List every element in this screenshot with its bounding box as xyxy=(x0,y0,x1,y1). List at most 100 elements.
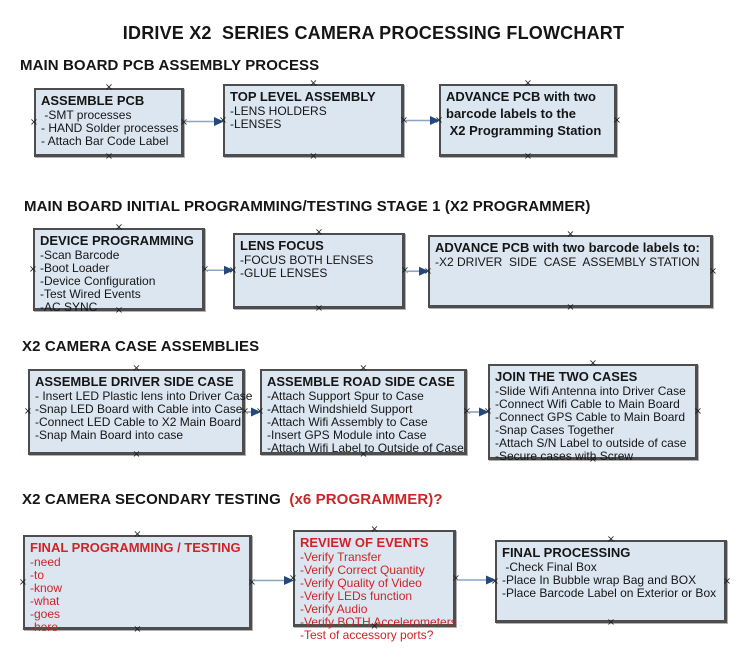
box-title: barcode labels to the xyxy=(446,106,577,121)
flow-box-device-programming: DEVICE PROGRAMMING-Scan Barcode-Boot Loa… xyxy=(33,228,205,314)
box-item: -FOCUS BOTH LENSES xyxy=(240,253,374,267)
box-item: -Connect GPS Cable to Main Board xyxy=(495,410,686,424)
box-item: -Verify BOTH Accelerometers xyxy=(300,615,457,629)
connection-handle-icon: × xyxy=(255,406,265,417)
box-item: -Attach S/N Label to outside of case xyxy=(495,436,687,450)
connection-handle-icon: × xyxy=(104,151,114,162)
connection-handle-icon: × xyxy=(523,78,533,89)
box-item: -Attach Support Spur to Case xyxy=(267,389,424,403)
box-item: -know xyxy=(30,581,63,595)
box-item: -Connect LED Cable to X2 Main Board xyxy=(35,415,242,429)
box-item: -Scan Barcode xyxy=(40,248,120,262)
connection-handle-icon: × xyxy=(133,624,142,635)
connection-handle-icon: × xyxy=(240,406,250,417)
box-item: -goes xyxy=(30,607,61,621)
box-title: JOIN THE TWO CASES xyxy=(495,369,638,384)
connection-handle-icon: × xyxy=(218,114,228,126)
box-title: LENS FOCUS xyxy=(240,238,324,253)
connection-handle-icon: × xyxy=(606,534,616,545)
connection-handle-icon: × xyxy=(288,572,298,584)
section-heading-pcb-assembly: MAIN BOARD PCB ASSEMBLY PROCESS xyxy=(20,57,319,74)
box-item: -Insert GPS Module into Case xyxy=(267,428,427,442)
box-item: -LENS HOLDERS xyxy=(230,104,327,118)
box-item: -to xyxy=(30,568,45,582)
connection-handle-icon: × xyxy=(523,151,533,162)
connection-handle-icon: × xyxy=(612,114,622,126)
flow-box-lens-focus: LENS FOCUS-FOCUS BOTH LENSES-GLUE LENSES xyxy=(233,233,405,309)
box-item: -SMT processes xyxy=(41,108,132,122)
box-title: ASSEMBLE ROAD SIDE CASE xyxy=(267,374,455,389)
connection-handle-icon: × xyxy=(370,621,379,632)
connection-handle-icon: × xyxy=(104,82,114,93)
connection-handle-icon: × xyxy=(693,406,703,417)
box-item: -Attach Windshield Support xyxy=(267,402,413,416)
connection-handle-icon: × xyxy=(18,576,28,588)
connection-handle-icon: × xyxy=(566,229,575,240)
flow-box-assemble-driver-side-case: ASSEMBLE DRIVER SIDE CASE- Insert LED Pl… xyxy=(28,369,253,455)
connection-handle-icon: × xyxy=(114,222,124,233)
flow-box-assemble-pcb: ASSEMBLE PCB -SMT processes- HAND Solder… xyxy=(34,88,184,157)
flow-box-join-the-two-cases: JOIN THE TWO CASES-Slide Wifi Antenna in… xyxy=(488,364,698,463)
connection-handle-icon: × xyxy=(28,263,38,275)
connection-handle-icon: × xyxy=(132,449,141,460)
box-title: FINAL PROGRAMMING / TESTING xyxy=(30,540,241,555)
box-title: FINAL PROCESSING xyxy=(502,545,631,560)
box-item: -Device Configuration xyxy=(40,274,156,288)
box-title: DEVICE PROGRAMMING xyxy=(40,233,194,248)
box-item: -Verify Audio xyxy=(300,602,368,616)
box-item: -Connect Wifi Cable to Main Board xyxy=(495,397,680,411)
connection-handle-icon: × xyxy=(359,363,368,374)
box-item: - Insert LED Plastic lens into Driver Ca… xyxy=(35,389,253,403)
connection-handle-icon: × xyxy=(606,617,616,628)
connection-handle-icon: × xyxy=(132,363,141,374)
connection-handle-icon: × xyxy=(423,265,433,277)
connection-handle-icon: × xyxy=(370,524,379,535)
heading-text: (x6 PROGRAMMER)? xyxy=(289,491,443,508)
connection-handle-icon: × xyxy=(588,358,598,369)
box-title: ASSEMBLE DRIVER SIDE CASE xyxy=(35,374,234,389)
connection-handle-icon: × xyxy=(309,151,318,162)
box-item: -Verify Correct Quantity xyxy=(300,563,425,577)
box-item: -Attach Wifi Label to Outside of Case xyxy=(267,441,464,455)
connection-handle-icon: × xyxy=(200,263,210,275)
box-item: -Snap Main Board into case xyxy=(35,428,184,442)
box-title: TOP LEVEL ASSEMBLY xyxy=(230,89,376,104)
box-item: -AC SYNC xyxy=(40,300,98,314)
box-item: -Boot Loader xyxy=(40,261,110,275)
heading-text: X2 CAMERA SECONDARY TESTING xyxy=(22,491,290,508)
box-item: -Test of accessory ports? xyxy=(300,628,434,642)
box-item: -Secure cases with Screw xyxy=(495,449,634,463)
connection-handle-icon: × xyxy=(133,529,142,540)
box-title: ASSEMBLE PCB xyxy=(41,93,145,108)
box-title: ADVANCE PCB with two barcode labels to: xyxy=(435,240,700,255)
heading-text: X2 CAMERA CASE ASSEMBLIES xyxy=(22,338,260,355)
box-item: -Snap Cases Together xyxy=(495,423,615,437)
box-item: -Place Barcode Label on Exterior or Box xyxy=(502,586,717,600)
connection-handle-icon: × xyxy=(708,265,718,277)
connection-handle-icon: × xyxy=(434,114,444,126)
heading-text: MAIN BOARD INITIAL PROGRAMMING/TESTING S… xyxy=(24,198,591,215)
box-item: -Test Wired Events xyxy=(40,287,141,301)
flow-box-top-level-assembly: TOP LEVEL ASSEMBLY-LENS HOLDERS-LENSES xyxy=(223,84,404,157)
box-item: -here xyxy=(30,620,59,634)
box-item: -Slide Wifi Antenna into Driver Case xyxy=(495,384,686,398)
box-item: -Verify Quality of Video xyxy=(300,576,422,590)
connection-handle-icon: × xyxy=(309,78,318,89)
connection-handle-icon: × xyxy=(179,116,189,128)
connection-handle-icon: × xyxy=(588,454,598,465)
flow-box-final-programming-testing: FINAL PROGRAMMING / TESTING-need-to-know… xyxy=(23,535,252,634)
connection-handle-icon: × xyxy=(314,227,324,238)
heading-text: MAIN BOARD PCB ASSEMBLY PROCESS xyxy=(20,57,320,74)
box-item: -what xyxy=(30,594,60,608)
flow-box-advance-pcb-to-driver-side-station: ADVANCE PCB with two barcode labels to:-… xyxy=(428,235,713,308)
section-heading-camera-case-assemblies: X2 CAMERA CASE ASSEMBLIES xyxy=(22,338,259,355)
connection-handle-icon: × xyxy=(722,575,732,587)
connection-handle-icon: × xyxy=(359,449,368,460)
box-item: - Attach Bar Code Label xyxy=(41,134,169,148)
connection-handle-icon: × xyxy=(490,575,500,587)
page-title: IDRIVE X2 SERIES CAMERA PROCESSING FLOWC… xyxy=(122,23,625,43)
box-title: X2 Programming Station xyxy=(446,123,602,138)
section-heading-initial-programming-testing: MAIN BOARD INITIAL PROGRAMMING/TESTING S… xyxy=(24,198,591,215)
